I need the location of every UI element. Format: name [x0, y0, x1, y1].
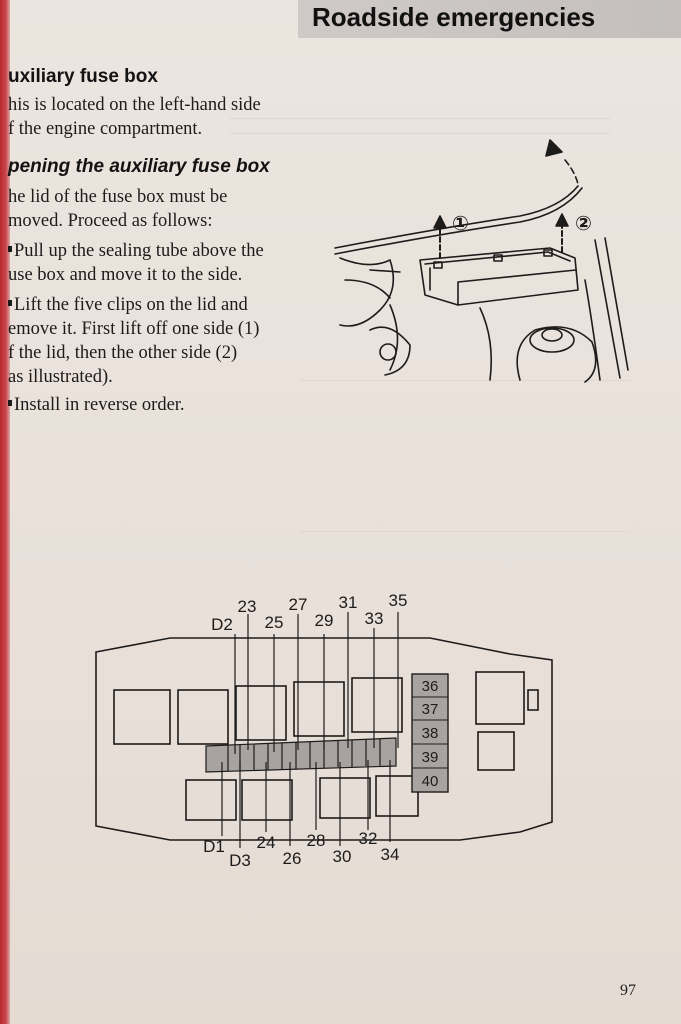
step-line: as illustrated).: [8, 367, 113, 387]
step-line: emove it. First lift off one side (1): [8, 319, 260, 339]
tube-arrow: [564, 159, 579, 185]
fuse-label-28: 28: [307, 831, 326, 850]
fuse-label-d3: D3: [229, 851, 251, 870]
header-bar: [298, 0, 681, 38]
fuse-label-d2: D2: [211, 615, 233, 634]
bullet: [8, 246, 12, 252]
fuse-label-39: 39: [422, 749, 439, 766]
page-title: Roadside emergencies: [312, 2, 596, 32]
paper: [10, 0, 681, 1024]
fuse-label-33: 33: [365, 609, 384, 628]
engine-compartment-illustration: ① ②: [334, 139, 629, 383]
bleed-through: [300, 380, 630, 532]
fuse-label-35: 35: [389, 591, 408, 610]
fuse-label-37: 37: [422, 701, 439, 718]
bullet: [8, 300, 12, 306]
fuse-label-24: 24: [257, 833, 276, 852]
fuse-label-25: 25: [265, 613, 284, 632]
fuse-label-d1: D1: [203, 837, 225, 856]
fuse-label-36: 36: [422, 678, 439, 695]
step-line: use box and move it to the side.: [8, 265, 243, 285]
fuse-label-26: 26: [283, 849, 302, 868]
page-edge: [0, 0, 10, 1024]
section-intro-line: f the engine compartment.: [8, 119, 203, 139]
callout-1: ①: [452, 213, 469, 235]
page-number: 97: [620, 982, 636, 999]
fuse-label-27: 27: [289, 595, 308, 614]
fuse-label-30: 30: [333, 847, 352, 866]
bullet: [8, 400, 12, 406]
step-line: Pull up the sealing tube above the: [8, 240, 264, 264]
subsection-intro-line: moved. Proceed as follows:: [8, 211, 213, 231]
fuse-label-23: 23: [238, 597, 257, 616]
side-fuse-column: [411, 673, 449, 793]
step-line: Lift the five clips on the lid and: [8, 294, 248, 318]
bleed-through: [230, 118, 610, 134]
section-intro-line: his is located on the left-hand side: [8, 95, 261, 115]
fuse-box-diagram: 36 37 38 39 40 23 27 31 35 D2 25 29 33: [95, 591, 553, 870]
step-line: f the lid, then the other side (2): [8, 343, 238, 363]
fuse-label-32: 32: [359, 829, 378, 848]
callout-2: ②: [575, 213, 592, 235]
subsection-heading: pening the auxiliary fuse box: [8, 156, 270, 177]
fuse-label-40: 40: [422, 773, 439, 790]
fuse-label-38: 38: [422, 725, 439, 742]
section-heading: uxiliary fuse box: [8, 66, 158, 87]
fuse-label-34: 34: [381, 845, 400, 864]
subsection-intro-line: he lid of the fuse box must be: [8, 187, 228, 207]
fuse-label-31: 31: [339, 593, 358, 612]
fuse-label-29: 29: [315, 611, 334, 630]
step-line: Install in reverse order.: [8, 394, 185, 418]
